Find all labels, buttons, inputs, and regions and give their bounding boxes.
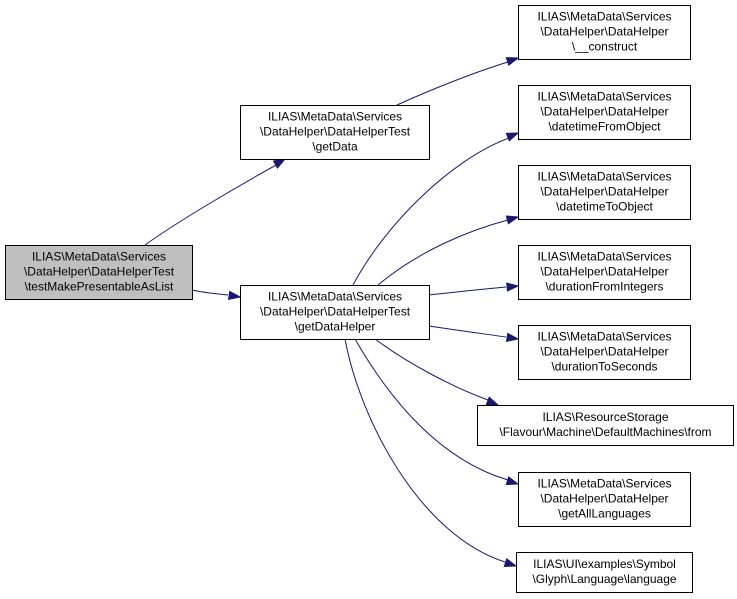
edge-line xyxy=(354,338,509,481)
arrowhead xyxy=(505,332,520,342)
node-label-line: \DataHelper\DataHelper xyxy=(540,105,668,119)
edge-line xyxy=(377,219,509,286)
node-label-line: ILIAS\MetaData\Services xyxy=(537,330,671,344)
node-box[interactable] xyxy=(518,472,691,527)
node-box[interactable] xyxy=(240,105,430,160)
edge-line xyxy=(344,338,506,563)
node-root[interactable]: ILIAS\MetaData\Services\DataHelper\DataH… xyxy=(5,245,193,300)
node-label-line: ILIAS\UI\examples\Symbol xyxy=(533,557,676,571)
edge-getDataHelper-to-getAllLanguages xyxy=(354,338,520,486)
edge-getDataHelper-to-durationToSeconds xyxy=(428,325,520,342)
node-label-line: \DataHelper\DataHelper xyxy=(540,25,668,39)
arrowhead xyxy=(505,132,520,142)
node-box[interactable] xyxy=(518,245,691,300)
edge-getDataHelper-to-durationFromIntegers xyxy=(428,282,520,296)
edge-root-to-getData xyxy=(144,158,287,246)
node-label-line: \durationToSeconds xyxy=(551,360,657,374)
node-label-line: \getAllLanguages xyxy=(558,507,651,521)
edge-getDataHelper-to-datetimeFromObject xyxy=(352,132,520,286)
arrowhead xyxy=(506,282,520,292)
node-getAllLanguages[interactable]: ILIAS\MetaData\Services\DataHelper\DataH… xyxy=(518,472,691,527)
node-box[interactable] xyxy=(5,245,193,300)
node-label-line: ILIAS\MetaData\Services xyxy=(537,477,671,491)
node-label-line: \durationFromIntegers xyxy=(545,280,663,294)
node-label-line: \DataHelper\DataHelper xyxy=(540,345,668,359)
arrowhead xyxy=(503,557,518,567)
node-box[interactable] xyxy=(477,405,734,446)
arrowhead xyxy=(227,290,242,300)
node-label-line: \DataHelper\DataHelper xyxy=(540,492,668,506)
node-label-line: ILIAS\MetaData\Services xyxy=(537,10,671,24)
node-label-line: \Flavour\Machine\DefaultMachines\from xyxy=(499,425,711,439)
edge-getDataHelper-to-datetimeToObject xyxy=(377,215,520,286)
node-label-line: ILIAS\MetaData\Services xyxy=(268,110,402,124)
arrowhead xyxy=(505,215,520,225)
node-label-line: \datetimeToObject xyxy=(556,200,653,214)
node-language[interactable]: ILIAS\UI\examples\Symbol\Glyph\Language\… xyxy=(516,552,693,593)
node-label-line: \datetimeFromObject xyxy=(548,120,661,134)
edge-root-to-getDataHelper xyxy=(191,289,242,300)
edge-line xyxy=(352,137,510,286)
node-label-line: \getDataHelper xyxy=(295,320,376,334)
node-label-line: \DataHelper\DataHelperTest xyxy=(24,265,175,279)
node-label-line: \testMakePresentableAsList xyxy=(25,280,174,294)
node-box[interactable] xyxy=(518,325,691,380)
node-label-line: ILIAS\MetaData\Services xyxy=(537,90,671,104)
node-box[interactable] xyxy=(518,85,691,140)
node-label-line: \__construct xyxy=(572,40,638,54)
edge-getDataHelper-to-language xyxy=(344,338,518,567)
node-box[interactable] xyxy=(240,285,430,340)
node-label-line: ILIAS\MetaData\Services xyxy=(537,250,671,264)
node-label-line: ILIAS\MetaData\Services xyxy=(537,170,671,184)
node-label-line: \DataHelper\DataHelper xyxy=(540,265,668,279)
edge-line xyxy=(144,163,279,246)
node-label-line: ILIAS\MetaData\Services xyxy=(32,250,166,264)
arrowhead xyxy=(505,57,520,67)
node-label-line: \DataHelper\DataHelperTest xyxy=(260,305,411,319)
node-from[interactable]: ILIAS\ResourceStorage\Flavour\Machine\De… xyxy=(477,405,734,446)
edge-line xyxy=(191,289,229,296)
edges-layer xyxy=(144,57,520,567)
edge-getData-to-construct xyxy=(396,57,520,106)
node-durationToSeconds[interactable]: ILIAS\MetaData\Services\DataHelper\DataH… xyxy=(518,325,691,380)
arrowhead xyxy=(505,476,520,486)
edge-line xyxy=(428,325,507,338)
edge-line xyxy=(374,338,489,401)
node-getData[interactable]: ILIAS\MetaData\Services\DataHelper\DataH… xyxy=(240,105,430,160)
node-label-line: \DataHelper\DataHelperTest xyxy=(260,125,411,139)
node-datetimeToObject[interactable]: ILIAS\MetaData\Services\DataHelper\DataH… xyxy=(518,165,691,220)
node-box[interactable] xyxy=(518,5,691,60)
node-box[interactable] xyxy=(516,552,693,593)
arrowhead xyxy=(485,396,500,406)
node-label-line: \getData xyxy=(312,140,358,154)
node-label-line: ILIAS\ResourceStorage xyxy=(542,410,668,424)
node-durationFromIntegers[interactable]: ILIAS\MetaData\Services\DataHelper\DataH… xyxy=(518,245,691,300)
edge-getDataHelper-to-from xyxy=(374,338,500,406)
arrowhead xyxy=(272,158,287,169)
nodes-layer: ILIAS\MetaData\Services\DataHelper\DataH… xyxy=(5,5,734,593)
node-label-line: ILIAS\MetaData\Services xyxy=(268,290,402,304)
node-box[interactable] xyxy=(518,165,691,220)
node-label-line: \Glyph\Language\language xyxy=(532,572,676,586)
node-label-line: \DataHelper\DataHelper xyxy=(540,185,668,199)
edge-line xyxy=(428,286,507,296)
node-datetimeFromObject[interactable]: ILIAS\MetaData\Services\DataHelper\DataH… xyxy=(518,85,691,140)
node-construct[interactable]: ILIAS\MetaData\Services\DataHelper\DataH… xyxy=(518,5,691,60)
node-getDataHelper[interactable]: ILIAS\MetaData\Services\DataHelper\DataH… xyxy=(240,285,430,340)
edge-line xyxy=(396,61,509,106)
